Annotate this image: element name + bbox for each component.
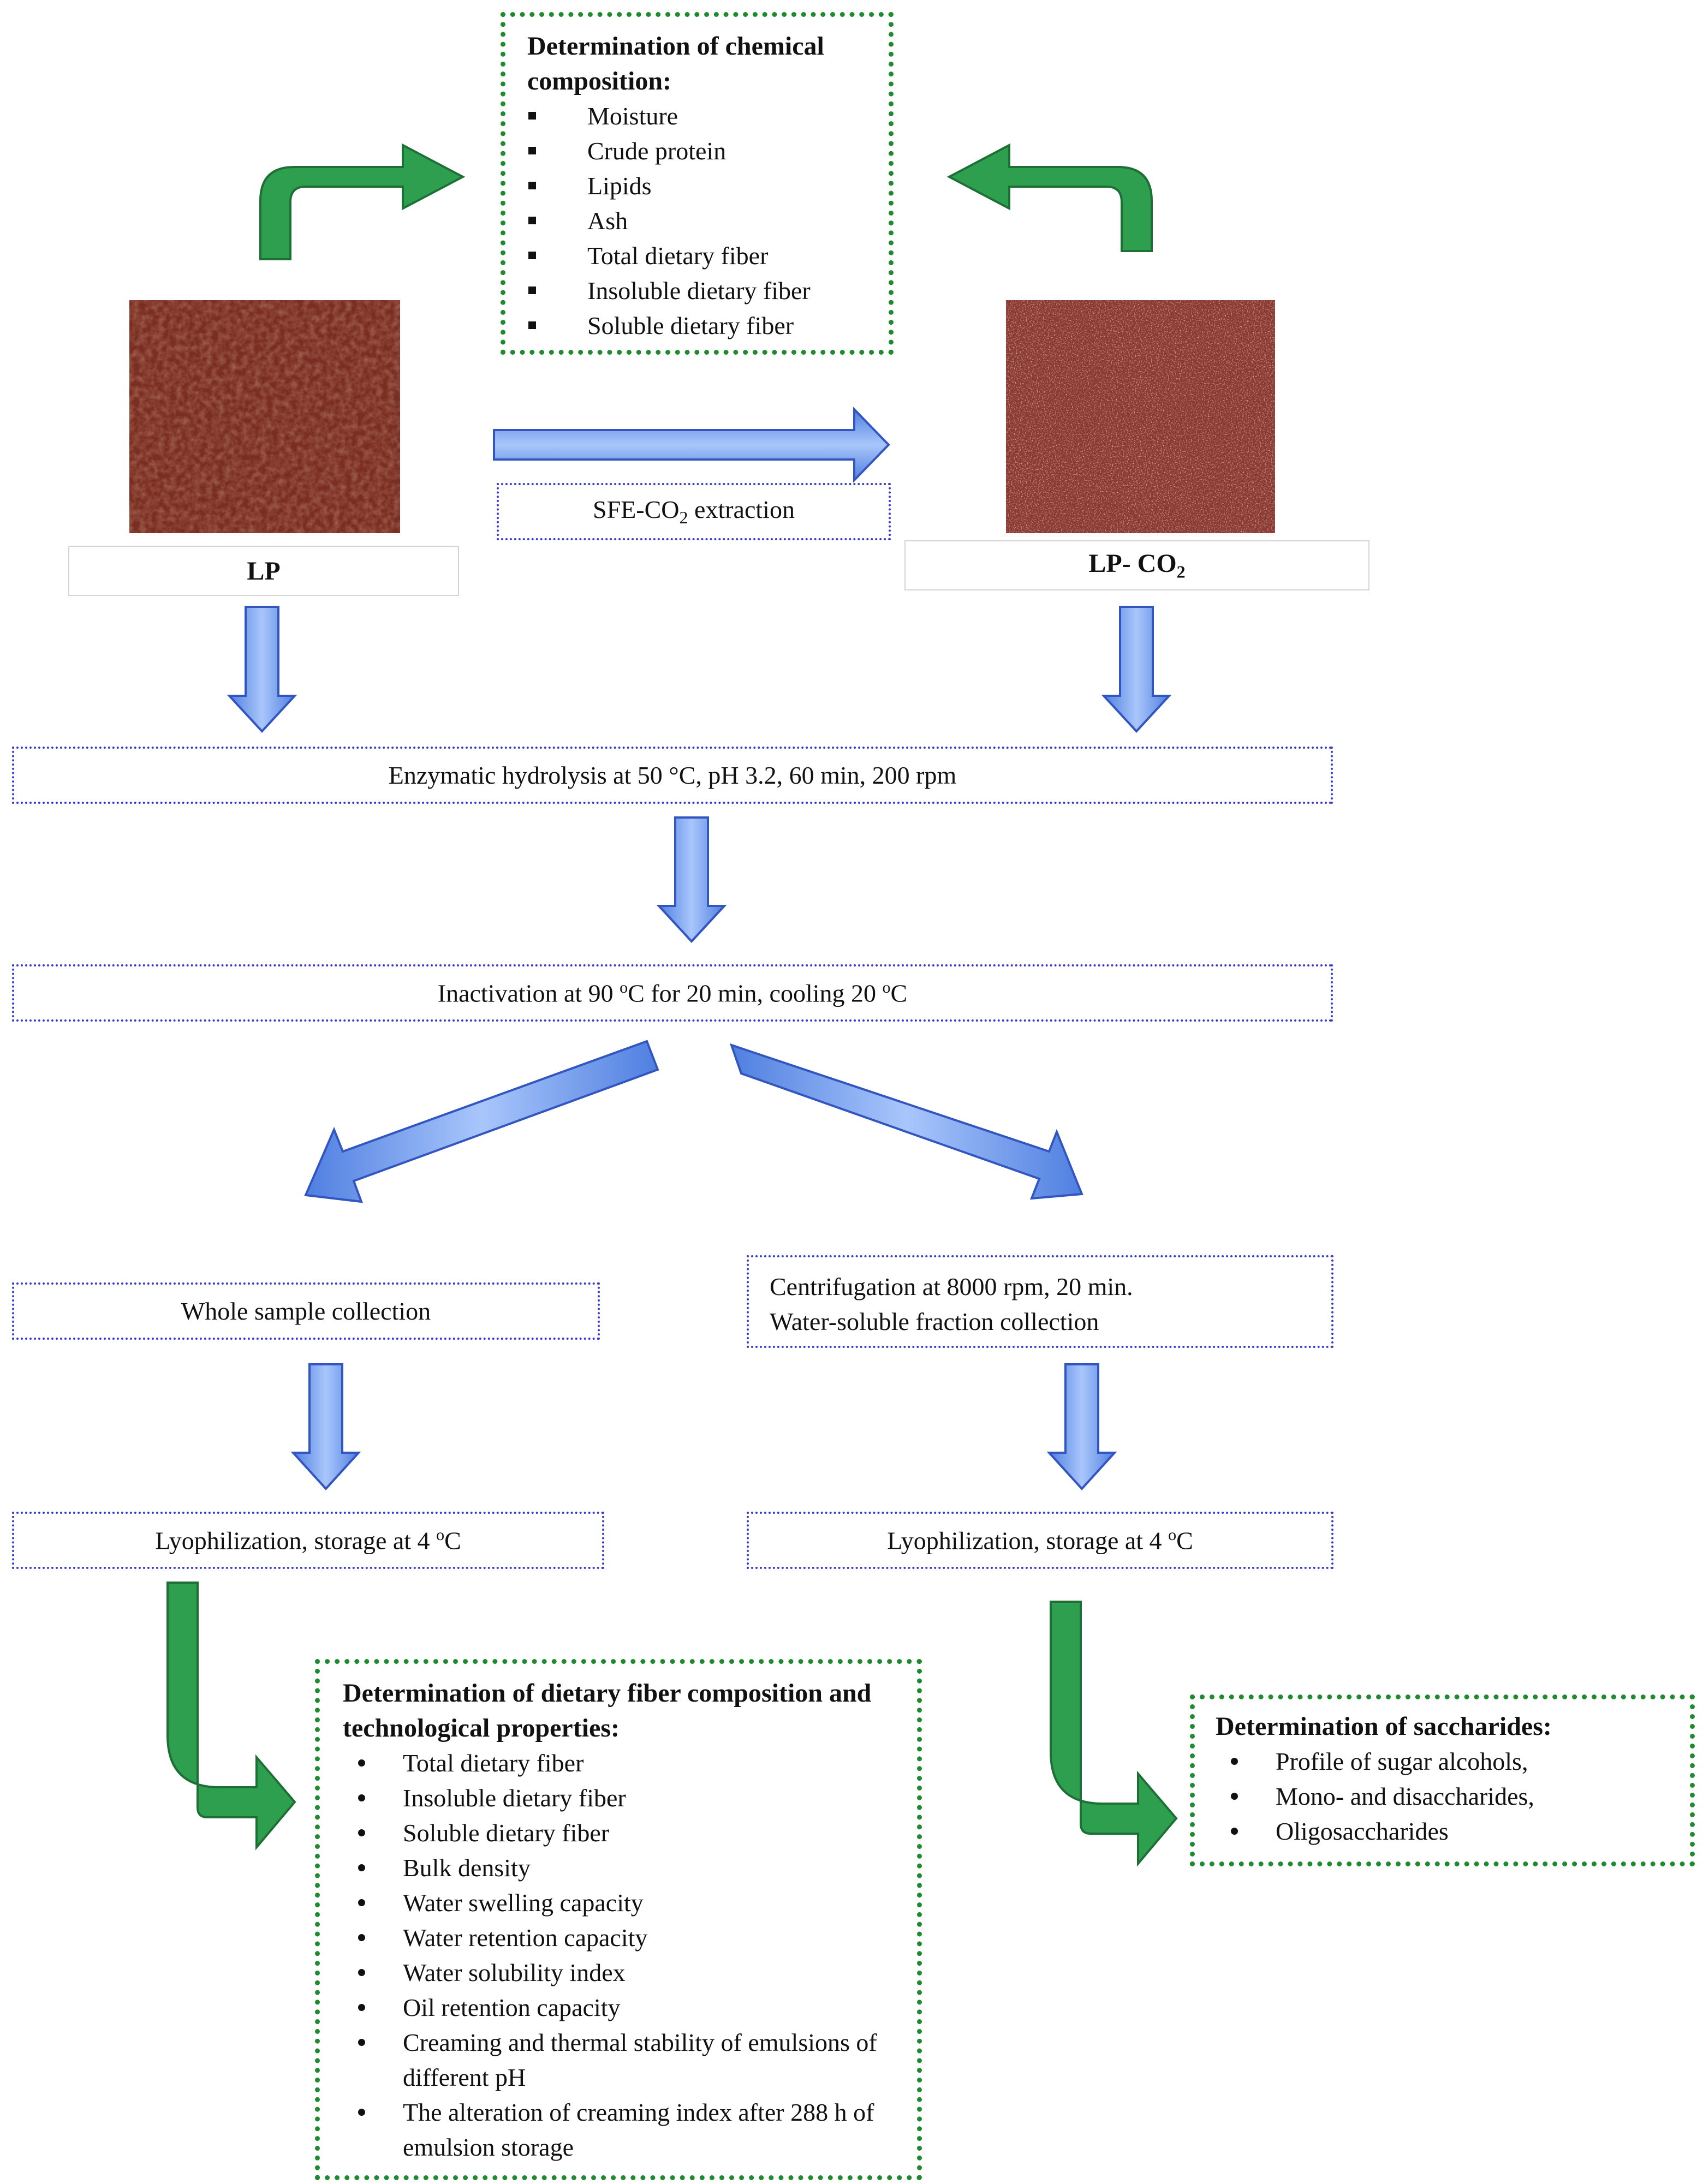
- dietary-fiber-item: Water swelling capacity: [343, 1885, 901, 1920]
- chemical-composition-item: Ash: [527, 204, 872, 238]
- lyophilization-right-label: Lyophilization, storage at 4 oC: [887, 1525, 1193, 1555]
- whole-sample-label: Whole sample collection: [181, 1297, 431, 1325]
- green-arrow-lpco2-to-chem: [946, 143, 1153, 252]
- blue-arrow-centrifugation-down: [1046, 1363, 1117, 1490]
- lyophilization-left-label: Lyophilization, storage at 4 oC: [155, 1525, 461, 1555]
- chemical-composition-item: Moisture: [527, 99, 872, 134]
- dietary-fiber-item: Creaming and thermal stability of emulsi…: [343, 2025, 901, 2095]
- blue-arrow-diagonal-left: [304, 1040, 659, 1203]
- green-arrow-lyo-to-sacch: [1050, 1601, 1178, 1867]
- chemical-composition-box: Determination of chemical composition: M…: [501, 12, 894, 355]
- centrifugation-line1: Centrifugation at 8000 rpm, 20 min.: [770, 1273, 1133, 1300]
- blue-arrow-diagonal-right: [729, 1043, 1083, 1200]
- lp-label: LP: [247, 556, 281, 586]
- chemical-composition-title: Determination of chemical composition:: [527, 32, 824, 96]
- dietary-fiber-item: Soluble dietary fiber: [343, 1816, 901, 1851]
- dietary-fiber-item: The alteration of creaming index after 2…: [343, 2095, 901, 2165]
- saccharides-item: Mono- and disaccharides,: [1216, 1779, 1679, 1814]
- blue-arrow-whole-down: [290, 1363, 361, 1490]
- saccharides-item: Profile of sugar alcohols,: [1216, 1744, 1679, 1779]
- chemical-composition-item: Total dietary fiber: [527, 238, 872, 273]
- inactivation-label: Inactivation at 90 oC for 20 min, coolin…: [437, 978, 908, 1007]
- lyophilization-left-box: Lyophilization, storage at 4 oC: [12, 1512, 604, 1569]
- enzymatic-hydrolysis-label: Enzymatic hydrolysis at 50 °C, pH 3.2, 6…: [388, 761, 957, 789]
- dietary-fiber-item: Water retention capacity: [343, 1920, 901, 1955]
- centrifugation-box: Centrifugation at 8000 rpm, 20 min. Wate…: [747, 1255, 1333, 1348]
- dietary-fiber-box: Determination of dietary fiber compositi…: [315, 1659, 922, 2180]
- whole-sample-box: Whole sample collection: [12, 1282, 600, 1340]
- lp-powder-image: [129, 300, 400, 533]
- saccharides-box: Determination of saccharides: Profile of…: [1190, 1694, 1695, 1866]
- lpco2-label-box: LP- CO2: [904, 540, 1369, 590]
- lpco2-powder-image: [1006, 300, 1275, 533]
- blue-arrow-enzymatic-down: [656, 816, 727, 943]
- dietary-fiber-item: Insoluble dietary fiber: [343, 1781, 901, 1816]
- dietary-fiber-title: Determination of dietary fiber compositi…: [343, 1679, 872, 1743]
- saccharides-item: Oligosaccharides: [1216, 1814, 1679, 1849]
- chemical-composition-item: Lipids: [527, 169, 872, 204]
- sfe-extraction-box: SFE-CO2 extraction: [497, 483, 891, 540]
- chemical-composition-item: Soluble dietary fiber: [527, 308, 872, 343]
- blue-arrow-lp-down: [227, 606, 297, 733]
- blue-arrow-lpco2-down: [1101, 606, 1172, 733]
- saccharides-title: Determination of saccharides:: [1216, 1712, 1552, 1741]
- centrifugation-line2: Water-soluble fraction collection: [770, 1308, 1099, 1335]
- dietary-fiber-item: Total dietary fiber: [343, 1746, 901, 1781]
- lpco2-label: LP- CO2: [1088, 549, 1186, 582]
- chemical-composition-item: Insoluble dietary fiber: [527, 273, 872, 308]
- blue-arrow-sfe: [493, 407, 890, 483]
- chemical-composition-item: Crude protein: [527, 134, 872, 169]
- green-arrow-lp-to-chem: [259, 143, 466, 260]
- lyophilization-right-box: Lyophilization, storage at 4 oC: [747, 1512, 1333, 1569]
- inactivation-box: Inactivation at 90 oC for 20 min, coolin…: [12, 964, 1333, 1022]
- sfe-extraction-label: SFE-CO2 extraction: [593, 496, 795, 528]
- lp-label-box: LP: [68, 546, 459, 596]
- green-arrow-lyo-to-fiber: [166, 1582, 296, 1851]
- enzymatic-hydrolysis-box: Enzymatic hydrolysis at 50 °C, pH 3.2, 6…: [12, 747, 1333, 804]
- dietary-fiber-item: Oil retention capacity: [343, 1990, 901, 2025]
- saccharides-list: Profile of sugar alcohols,Mono- and disa…: [1216, 1744, 1679, 1849]
- dietary-fiber-item: Bulk density: [343, 1851, 901, 1885]
- dietary-fiber-item: Water solubility index: [343, 1955, 901, 1990]
